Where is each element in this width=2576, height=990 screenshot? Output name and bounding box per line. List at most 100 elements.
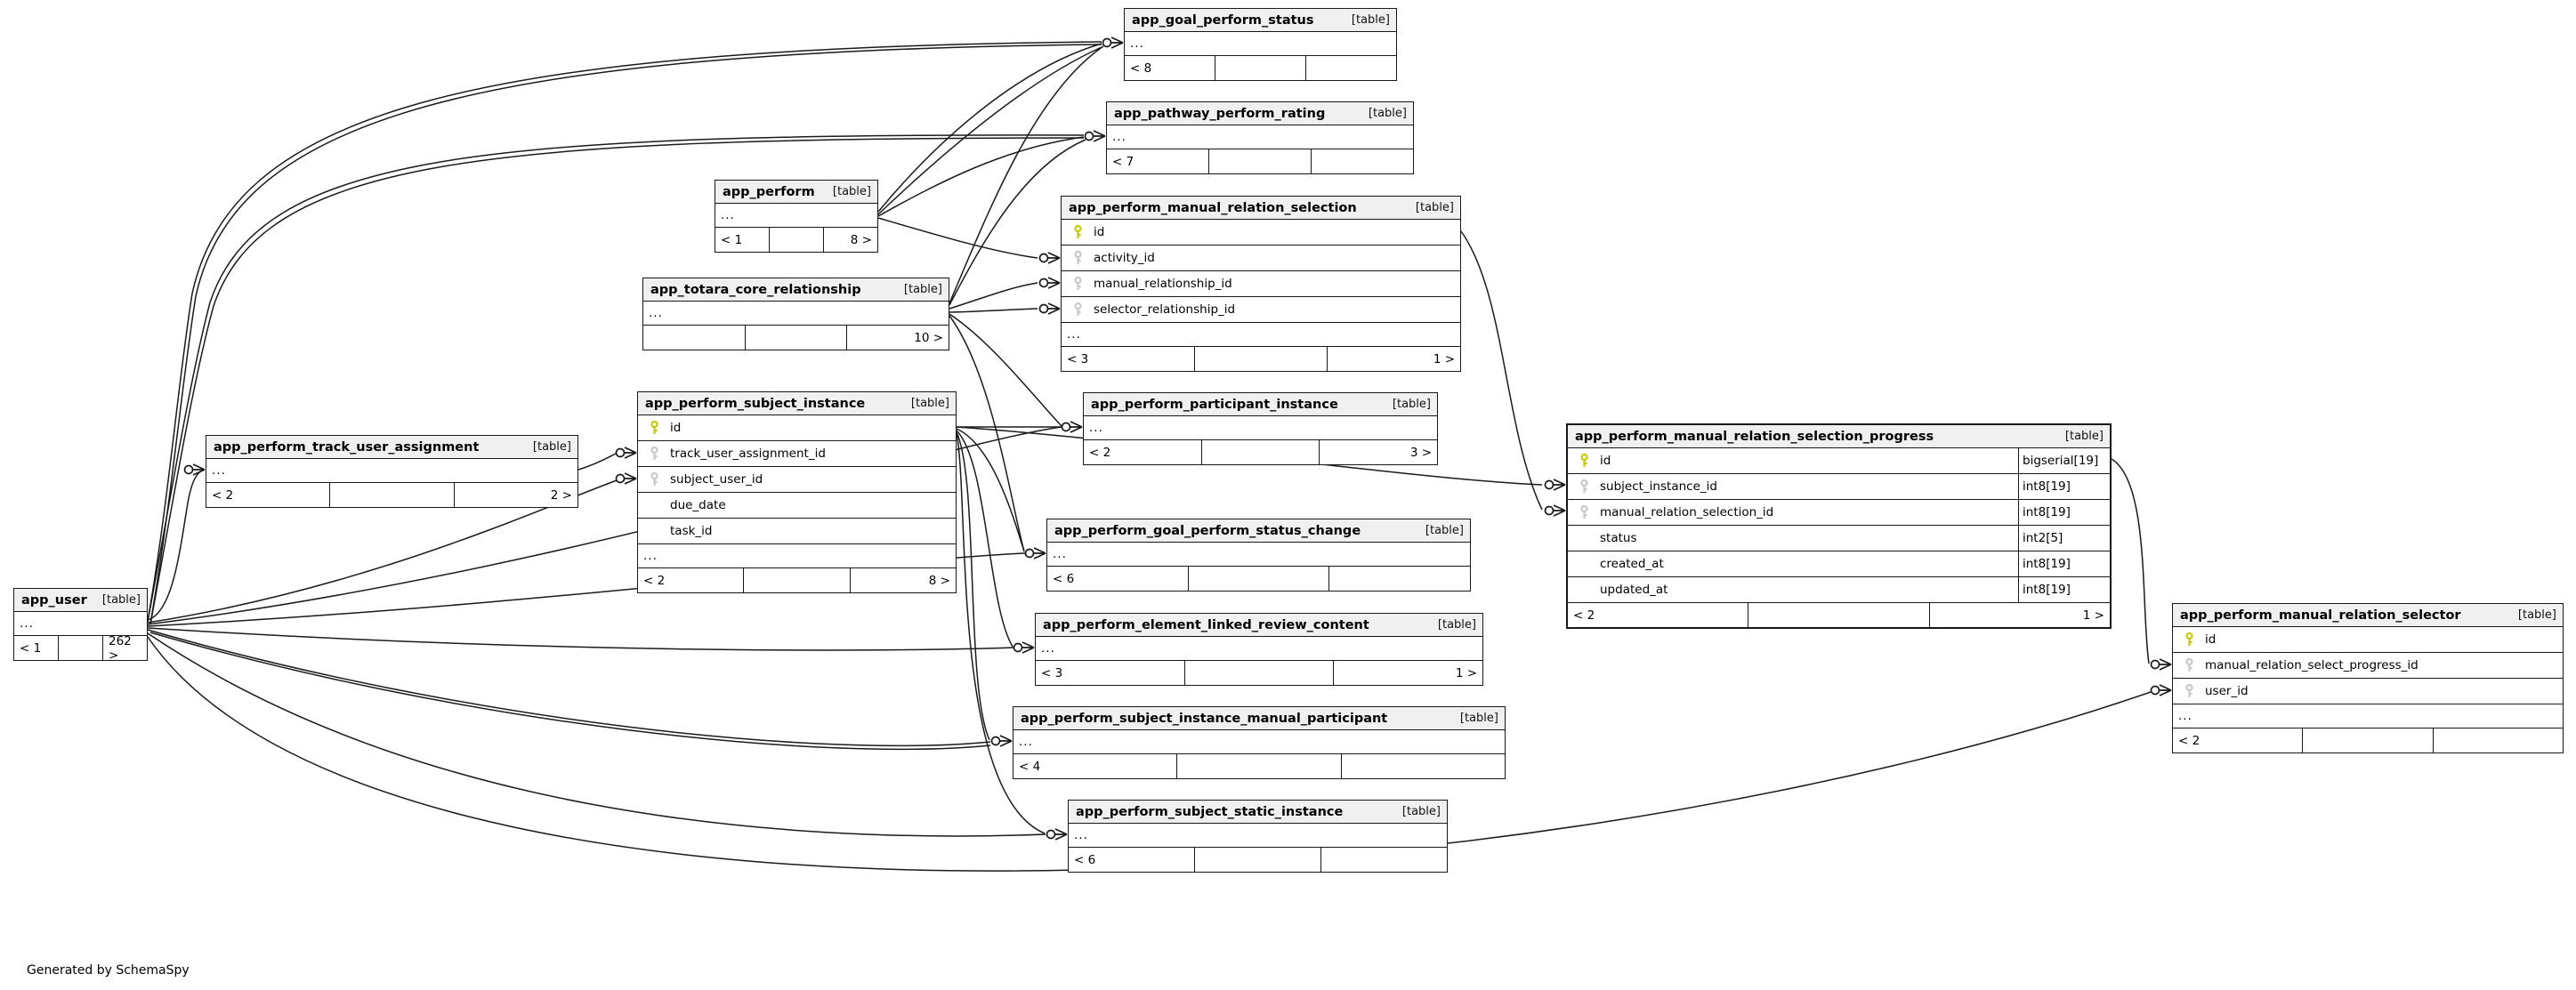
table-name: app_perform_element_linked_review_conten… (1043, 617, 1369, 632)
column-row: created_at int8[19] (1568, 551, 2110, 577)
table-name: app_perform_subject_instance (645, 396, 866, 411)
column-name: activity_id (1094, 251, 1155, 265)
footer-spacer (1200, 440, 1320, 464)
column-row: manual_relation_selection_id int8[19] (1568, 500, 2110, 526)
table-app_perform_manual_relation_selection_progress[interactable]: app_perform_manual_relation_selection_pr… (1566, 423, 2112, 629)
footer-spacer (1183, 661, 1334, 685)
column-name: updated_at (1600, 583, 1668, 597)
table-header: app_perform_subject_static_instance [tab… (1069, 801, 1447, 824)
column-name: selector_relationship_id (1094, 302, 1236, 317)
footer-children-count: < 6 (1053, 571, 1075, 586)
table-tag: [table] (1368, 107, 1407, 120)
table-tag: [table] (532, 440, 571, 454)
table-header: app_perform_goal_perform_status_change [… (1047, 519, 1470, 543)
table-app_perform_manual_relation_selector[interactable]: app_perform_manual_relation_selector [ta… (2172, 603, 2564, 753)
table-header: app_perform_subject_instance [table] (638, 392, 956, 415)
columns-ellipsis: ... (1084, 416, 1437, 440)
footer-spacer (329, 483, 453, 507)
column-name: subject_user_id (670, 472, 763, 487)
columns-ellipsis: ... (206, 459, 577, 483)
foreign-key-icon (1062, 302, 1094, 317)
footer-parents-count (1311, 149, 1413, 173)
column-row: updated_at int8[19] (1568, 577, 2110, 603)
column-name: manual_relation_select_progress_id (2205, 658, 2419, 672)
footer-spacer (744, 326, 847, 350)
table-app_goal_perform_status[interactable]: app_goal_perform_status [table] ... < 8 (1124, 8, 1397, 81)
table-app_perform_participant_instance[interactable]: app_perform_participant_instance [table]… (1083, 392, 1438, 465)
table-footer: < 2 (2173, 728, 2563, 753)
footer-spacer (1187, 567, 1329, 591)
column-name: id (1600, 454, 1611, 468)
column-name: id (1094, 225, 1105, 239)
table-app_perform_track_user_assignment[interactable]: app_perform_track_user_assignment [table… (206, 435, 578, 508)
table-footer: 10 > (643, 326, 949, 350)
table-name: app_perform_manual_relation_selection (1069, 200, 1357, 215)
footer-parents-count: 3 > (1319, 440, 1437, 464)
column-name: subject_instance_id (1600, 479, 1717, 494)
table-name: app_perform_manual_relation_selector (2180, 608, 2461, 623)
generator-credit: Generated by SchemaSpy (27, 963, 190, 978)
column-name: manual_relation_selection_id (1600, 505, 1774, 519)
table-header: app_perform [table] (715, 181, 877, 204)
columns-ellipsis: ... (1107, 125, 1413, 149)
table-app_perform_subject_instance[interactable]: app_perform_subject_instance [table] id … (637, 391, 957, 593)
footer-children-count: < 2 (1573, 608, 1595, 623)
table-app_perform_subject_static_instance[interactable]: app_perform_subject_static_instance [tab… (1068, 800, 1448, 873)
table-app_perform_subject_instance_manual_participant[interactable]: app_perform_subject_instance_manual_part… (1013, 706, 1506, 779)
footer-parents-count: 1 > (1327, 347, 1460, 371)
table-tag: [table] (1392, 398, 1431, 411)
footer-spacer (1215, 56, 1305, 80)
table-name: app_pathway_perform_rating (1114, 106, 1326, 121)
table-footer: < 4 (1013, 754, 1505, 778)
table-tag: [table] (1459, 712, 1498, 725)
table-name: app_perform_participant_instance (1091, 397, 1338, 412)
table-header: app_perform_track_user_assignment [table… (206, 436, 577, 459)
footer-children-count: < 6 (1074, 852, 1096, 867)
table-name: app_user (21, 592, 87, 608)
footer-parents-count: 10 > (846, 326, 949, 350)
table-tag: [table] (1401, 805, 1441, 818)
column-row: id (638, 415, 956, 441)
column-row: task_id (638, 519, 956, 544)
columns-ellipsis: ... (715, 204, 877, 228)
column-type: int8[19] (2018, 577, 2104, 602)
table-header: app_perform_manual_relation_selection_pr… (1568, 425, 2110, 448)
column-name: task_id (670, 524, 713, 538)
table-app_totara_core_relationship[interactable]: app_totara_core_relationship [table] ...… (642, 278, 949, 350)
footer-spacer (1176, 754, 1340, 778)
table-name: app_perform_goal_perform_status_change (1054, 523, 1361, 538)
table-app_perform_manual_relation_selection[interactable]: app_perform_manual_relation_selection [t… (1061, 196, 1461, 372)
foreign-key-icon (638, 472, 670, 487)
footer-parents-count: 1 > (1333, 661, 1482, 685)
table-app_perform_goal_perform_status_change[interactable]: app_perform_goal_perform_status_change [… (1046, 519, 1471, 592)
footer-parents-count (1328, 567, 1470, 591)
footer-parents-count (1320, 848, 1447, 872)
footer-parents-count: 2 > (453, 483, 577, 507)
table-tag: [table] (832, 185, 871, 198)
column-row: activity_id (1062, 245, 1460, 271)
column-name: created_at (1600, 557, 1664, 571)
table-app_pathway_perform_rating[interactable]: app_pathway_perform_rating [table] ... <… (1106, 101, 1414, 174)
foreign-key-icon (638, 447, 670, 461)
foreign-key-icon (2173, 658, 2205, 672)
footer-children-count (643, 326, 745, 350)
table-footer: < 8 (1125, 56, 1396, 80)
footer-children-count: < 7 (1112, 154, 1135, 169)
column-type: int8[19] (2018, 551, 2104, 576)
columns-ellipsis: ... (14, 612, 147, 636)
table-footer: < 6 (1047, 567, 1470, 591)
table-footer: < 6 (1069, 848, 1447, 872)
columns-ellipsis: ... (1013, 730, 1505, 754)
footer-spacer (743, 568, 849, 592)
footer-children-count: < 2 (212, 487, 234, 503)
table-tag: [table] (910, 397, 949, 410)
table-app_perform_element_linked_review_content[interactable]: app_perform_element_linked_review_conten… (1035, 613, 1483, 686)
columns-ellipsis: ... (1047, 543, 1470, 567)
primary-key-icon (1062, 225, 1094, 239)
column-name: user_id (2205, 684, 2249, 698)
